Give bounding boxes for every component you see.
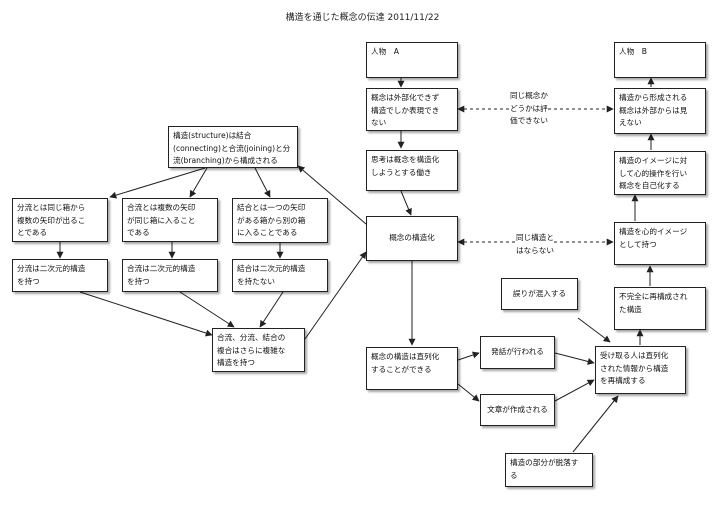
node-concept-structuring: 概念の構造化 xyxy=(366,216,458,261)
node-complex-structure: 合流、分流、結合の 複合はさらに複雑な 構造を持つ xyxy=(212,328,305,372)
node-branch-def: 分流とは同じ箱から 複数の矢印が出るこ とである xyxy=(12,198,108,242)
node-writing: 文章が作成される xyxy=(480,394,555,426)
node-b-concept-external: 構造から形成される 概念は外部からは見 えない xyxy=(614,88,706,134)
node-b-image-operation: 構造のイメージに対 して心的操作を行い 概念を自己化する xyxy=(614,151,706,195)
edge-misunderstanding-to-reconstruct xyxy=(577,317,611,343)
edge-connect-no2d-to-complex xyxy=(259,291,284,328)
edge-structure-def-to-branch-def xyxy=(109,167,206,199)
node-branch-2d: 分流は二次元的構造 を持つ xyxy=(12,259,108,292)
node-join-def: 合流とは複数の矢印 が同じ箱に入ること である xyxy=(122,198,218,242)
node-missing-parts: 構造の部分が脱落す る xyxy=(505,453,593,487)
edge-concept-structuring-to-structure-def xyxy=(297,165,367,225)
edge-label-same-concept: 同じ概念か どうかは評 価できない xyxy=(510,90,548,128)
edge-speech-to-reconstruct xyxy=(554,352,595,365)
edge-serializable-to-speech xyxy=(457,351,480,361)
node-connect-no2d: 結合は二次元的構造 を持たない xyxy=(232,259,328,292)
edge-branch-2d-to-complex xyxy=(79,291,213,337)
node-connect-def: 結合とは一つの矢印 がある箱から別の箱 に入ることである xyxy=(232,198,328,243)
node-person-a: 人物 A xyxy=(366,42,458,78)
edge-label-same-structure: 同じ構造と はならない xyxy=(516,232,554,257)
edge-structure-def-to-join-def xyxy=(189,167,208,198)
node-misunderstanding: 誤りが混入する xyxy=(501,278,578,310)
node-person-b: 人物 B xyxy=(614,42,706,78)
node-speech: 発話が行われる xyxy=(480,336,555,369)
node-serializable: 概念の構造は直列化 することができる xyxy=(366,347,458,390)
edge-join-2d-to-complex xyxy=(179,291,235,328)
edge-missing-to-reconstruct xyxy=(572,395,619,453)
node-a-concept-external: 概念は外部化できず 構造でしか表現でき ない xyxy=(366,88,458,131)
edge-structuring-act-to-concept-structuring xyxy=(400,190,412,216)
node-join-2d: 合流は二次元的構造 を持つ xyxy=(122,259,218,292)
diagram-title: 構造を通じた概念の伝達 2011/11/22 xyxy=(285,13,440,23)
edge-writing-to-reconstruct xyxy=(554,379,595,402)
node-structure-def: 構造(structure)は結合 (connecting)と合流(joining… xyxy=(168,126,298,168)
node-reconstruct: 受け取る人は直列化 された情報から構造 を再構成する xyxy=(595,346,686,394)
node-a-structuring-act: 思考は概念を構造化 しようとする働き xyxy=(366,150,458,191)
edge-complex-to-concept-structuring xyxy=(304,251,367,340)
node-mental-image: 構造を心的イメージ として持つ xyxy=(614,222,706,265)
edge-serializable-to-writing xyxy=(457,383,480,402)
node-incomplete: 不完全に再構成され た構造 xyxy=(614,287,706,330)
edge-structure-def-to-connect-def xyxy=(254,167,271,198)
